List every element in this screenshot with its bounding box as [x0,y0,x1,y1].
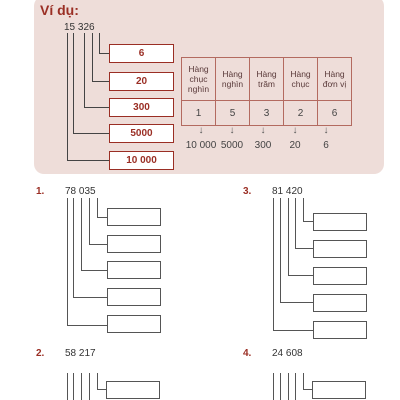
connector-line [89,244,107,245]
connector-line [288,198,289,275]
connector-line [67,33,68,160]
connector-line [280,373,281,400]
answer-input-box[interactable] [313,213,367,231]
digit-cell: 6 [317,100,352,126]
connector-line [73,33,74,133]
connector-line [97,198,98,217]
answer-input-box[interactable] [312,381,366,399]
place-value: 6 [323,140,329,151]
connector-line [73,198,74,297]
connector-line [273,373,274,400]
digit-cell: 3 [249,100,284,126]
header-units: Hàng đơn vị [317,57,352,101]
place-value: 20 [289,140,301,151]
exercise-3-number: 81 420 [272,186,303,197]
answer-box-hundreds: 300 [109,98,174,117]
exercise-1-number: 78 035 [65,186,96,197]
connector-line [295,373,296,400]
connector-line [97,389,106,390]
connector-line [97,373,98,389]
example-heading: Ví dụ: [40,2,79,18]
connector-line [295,198,296,248]
answer-input-box[interactable] [313,240,367,258]
connector-line [288,373,289,400]
connector-line [288,275,313,276]
connector-line [67,373,68,400]
connector-line [295,248,313,249]
connector-line [92,81,109,82]
answer-box-ten-thousands: 10 000 [109,151,174,170]
exercise-4-number: 24 608 [272,348,303,359]
connector-line [303,198,304,221]
connector-line [280,302,313,303]
answer-box-tens: 20 [109,72,174,91]
answer-input-box[interactable] [107,261,161,279]
exercise-1-label: 1. [36,186,45,197]
connector-line [81,373,82,400]
down-arrow-icon: ↓ [198,125,204,136]
connector-line [67,160,109,161]
exercise-2-label: 2. [36,348,45,359]
connector-line [81,198,82,270]
connector-line [99,53,109,54]
example-number: 15 326 [64,22,95,33]
connector-line [73,133,109,134]
answer-input-box[interactable] [106,381,160,399]
connector-line [303,389,312,390]
connector-line [97,217,107,218]
digit-cell: 5 [215,100,250,126]
answer-input-box[interactable] [107,235,161,253]
place-value: 5000 [220,140,244,151]
down-arrow-icon: ↓ [323,125,329,136]
place-value: 10 000 [185,140,217,151]
header-ten-thousands: Hàng chục nghìn [181,57,216,101]
connector-line [84,33,85,107]
connector-line [303,221,313,222]
connector-line [89,198,90,244]
exercise-3-label: 3. [243,186,252,197]
down-arrow-icon: ↓ [260,125,266,136]
connector-line [67,325,107,326]
connector-line [273,330,313,331]
connector-line [303,373,304,389]
connector-line [92,33,93,81]
answer-box-units: 6 [109,44,174,63]
connector-line [89,373,90,400]
connector-line [99,33,100,53]
connector-line [73,373,74,400]
answer-input-box[interactable] [107,208,161,226]
place-value-table: Hàng chục nghìn Hàng nghìn Hàng trăm Hàn… [181,57,352,126]
connector-line [81,270,107,271]
answer-box-thousands: 5000 [109,124,174,143]
answer-input-box[interactable] [107,288,161,306]
digit-cell: 2 [283,100,318,126]
connector-line [280,198,281,302]
header-hundreds: Hàng trăm [249,57,284,101]
header-thousands: Hàng nghìn [215,57,250,101]
header-tens: Hàng chục [283,57,318,101]
connector-line [273,198,274,330]
down-arrow-icon: ↓ [229,125,235,136]
connector-line [84,107,109,108]
answer-input-box[interactable] [313,294,367,312]
answer-input-box[interactable] [107,315,161,333]
digit-cell: 1 [181,100,216,126]
answer-input-box[interactable] [313,321,367,339]
down-arrow-icon: ↓ [292,125,298,136]
exercise-2-number: 58 217 [65,348,96,359]
answer-input-box[interactable] [313,267,367,285]
place-value: 300 [254,140,272,151]
connector-line [67,198,68,325]
exercise-4-label: 4. [243,348,252,359]
connector-line [73,297,107,298]
